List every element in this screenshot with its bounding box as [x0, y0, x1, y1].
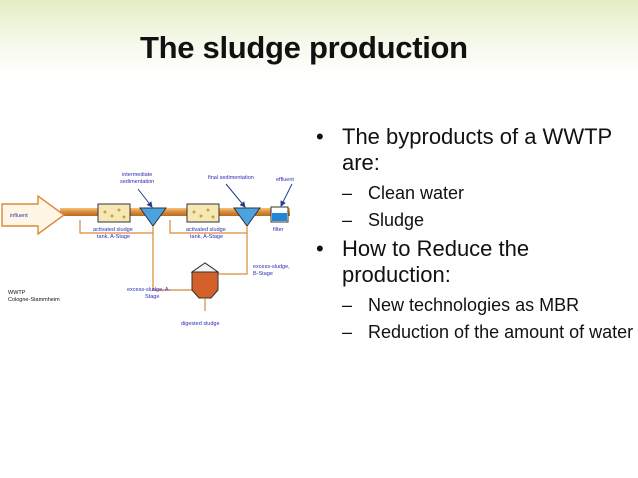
- sub-bullet-text: Clean water: [368, 183, 465, 203]
- intermediate-sedimentation-cone: [139, 207, 167, 227]
- main-pipe: [60, 208, 290, 216]
- intermediate-sedimentation-label-2: sedimentation: [120, 179, 154, 185]
- excess-sludge-b-line: [218, 233, 248, 275]
- wwtp-process-diagram: influent intermediate sedimentation fina…: [1, 172, 294, 327]
- influent-label: influent: [10, 213, 28, 219]
- digested-sludge-label: digested sludge: [181, 321, 220, 327]
- return-line-b: [169, 220, 248, 234]
- activated-sludge-a-label-2: tank, A-Stage: [97, 234, 130, 240]
- sub-bullet-marker: –: [342, 210, 353, 230]
- influent-arrow: [1, 194, 66, 236]
- slide-title: The sludge production: [140, 30, 468, 65]
- bullet-text: How to Reduce the production:: [342, 236, 530, 287]
- sub-bullet-item: –Reduction of the amount of water: [316, 321, 634, 343]
- sub-bullet-item: –Clean water: [316, 182, 634, 204]
- bullet-list: •The byproducts of a WWTP are: –Clean wa…: [316, 124, 634, 348]
- excess-sludge-a-line: [152, 233, 192, 291]
- final-sedimentation-label: final sedimentation: [208, 175, 254, 181]
- intermediate-sedimentation-label-1: intermediate: [122, 172, 152, 178]
- bullet-marker: •: [316, 236, 324, 261]
- bullet-text: The byproducts of a WWTP are:: [342, 124, 612, 175]
- sub-bullet-marker: –: [342, 183, 353, 203]
- sub-bullet-item: –New technologies as MBR: [316, 294, 634, 316]
- excess-sludge-b-label-2: B-Stage: [253, 271, 273, 277]
- excess-sludge-a-label-2: Stage: [145, 294, 159, 300]
- sub-bullet-marker: –: [342, 322, 353, 342]
- filter-label: filter: [273, 227, 284, 233]
- wwtp-label-1: WWTP: [8, 290, 26, 296]
- sub-bullet-marker: –: [342, 295, 353, 315]
- bullet-item: • How to Reduce the production:: [316, 236, 634, 288]
- excess-sludge-a-label-1: excess-sludge, A-: [127, 287, 171, 293]
- sub-bullet-text: Sludge: [368, 210, 425, 230]
- activated-sludge-tank-b: [186, 203, 220, 223]
- return-line-a: [79, 220, 154, 234]
- bullet-marker: •: [316, 124, 324, 149]
- activated-sludge-tank-a: [97, 203, 131, 223]
- bullet-item: • The byproducts of a WWTP are:: [316, 124, 634, 176]
- activated-sludge-b-label-2: tank, A-Stage: [190, 234, 223, 240]
- effluent-label: effluent: [276, 177, 294, 183]
- activated-sludge-a-label-1: activated sludge: [93, 227, 133, 233]
- sub-bullet-text: New technologies as MBR: [368, 295, 580, 315]
- sub-bullet-text: Reduction of the amount of water: [368, 322, 634, 342]
- sub-bullet-item: –Sludge: [316, 209, 634, 231]
- final-sedimentation-cone: [233, 207, 261, 227]
- activated-sludge-b-label-1: activated sludge: [186, 227, 226, 233]
- wwtp-label-2: Cologne-Stammheim: [8, 297, 60, 303]
- excess-sludge-b-label-1: excess-sludge,: [253, 264, 290, 270]
